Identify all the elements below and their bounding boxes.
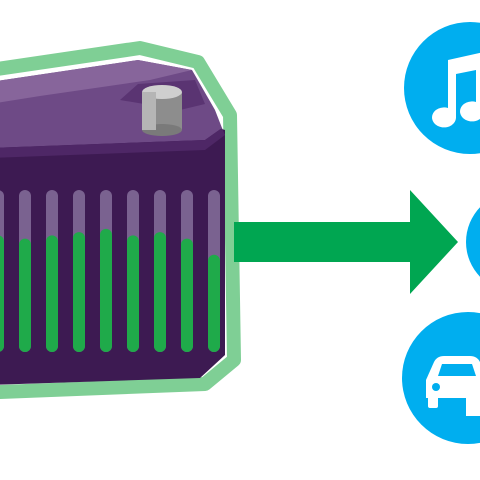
partial-icon	[466, 207, 480, 277]
gauge-bar-fill	[127, 235, 139, 352]
battery-front-edge	[0, 128, 225, 158]
music-note-icon	[404, 22, 480, 154]
gauge-bar-fill	[73, 232, 85, 352]
battery	[0, 41, 241, 399]
gauge-bar-fill	[154, 232, 166, 352]
second-car-icon	[466, 376, 480, 416]
gauge-bar-fill	[19, 238, 31, 352]
gauge-bar-fill	[0, 235, 4, 352]
battery-lid-top	[0, 60, 192, 103]
cars-icon	[402, 312, 480, 444]
gauge-bar-fill	[208, 254, 220, 352]
gauge-bar-fill	[181, 238, 193, 352]
arrow-right-icon	[234, 190, 458, 294]
arrow	[234, 190, 458, 294]
icon-column	[402, 22, 480, 444]
battery-gauge	[0, 190, 220, 352]
battery-terminal	[142, 85, 182, 136]
gauge-bar-fill	[100, 228, 112, 352]
gauge-bar-fill	[46, 235, 58, 352]
